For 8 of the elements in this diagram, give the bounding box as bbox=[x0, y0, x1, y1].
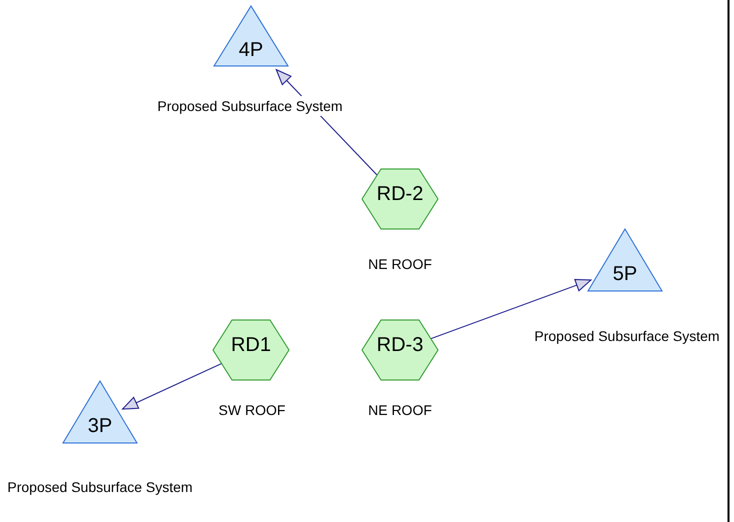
arrow bbox=[430, 278, 592, 340]
arrow bbox=[122, 363, 222, 410]
node-label: 4P bbox=[238, 39, 264, 62]
node-label: RD-2 bbox=[376, 183, 424, 206]
node-label: 5P bbox=[612, 263, 638, 286]
node-label: 3P bbox=[86, 415, 114, 438]
node-label: RD1 bbox=[230, 334, 272, 358]
node-label: RD-3 bbox=[376, 334, 424, 358]
